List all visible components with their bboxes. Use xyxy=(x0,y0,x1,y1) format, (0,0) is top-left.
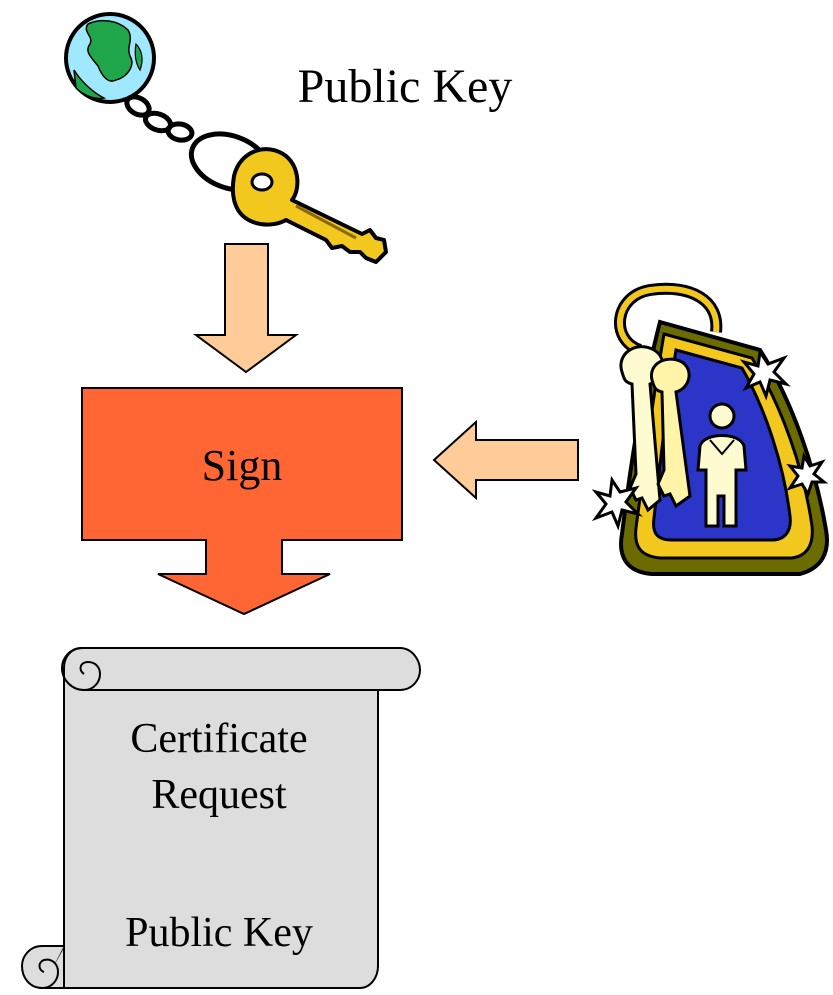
person-icon xyxy=(696,402,748,528)
public-key-title: Public Key xyxy=(297,60,513,113)
certificate-label: Certificate xyxy=(130,716,308,762)
sparkle-icon xyxy=(739,347,791,401)
sparkle-icon xyxy=(591,475,643,531)
private-key-clipart-icon xyxy=(591,282,829,576)
gold-key-icon xyxy=(230,147,388,264)
sign-box xyxy=(81,387,403,616)
public-key-clipart-icon xyxy=(64,12,388,264)
certificate-scroll xyxy=(20,647,421,989)
sign-label: Sign xyxy=(201,441,283,490)
sparkle-icon xyxy=(786,451,829,498)
certificate-public-key-label: Public Key xyxy=(125,910,313,956)
public-key-to-sign-arrow xyxy=(192,243,300,374)
globe-icon xyxy=(64,12,156,104)
private-key-to-sign-arrow xyxy=(432,419,579,501)
request-label: Request xyxy=(151,772,287,818)
